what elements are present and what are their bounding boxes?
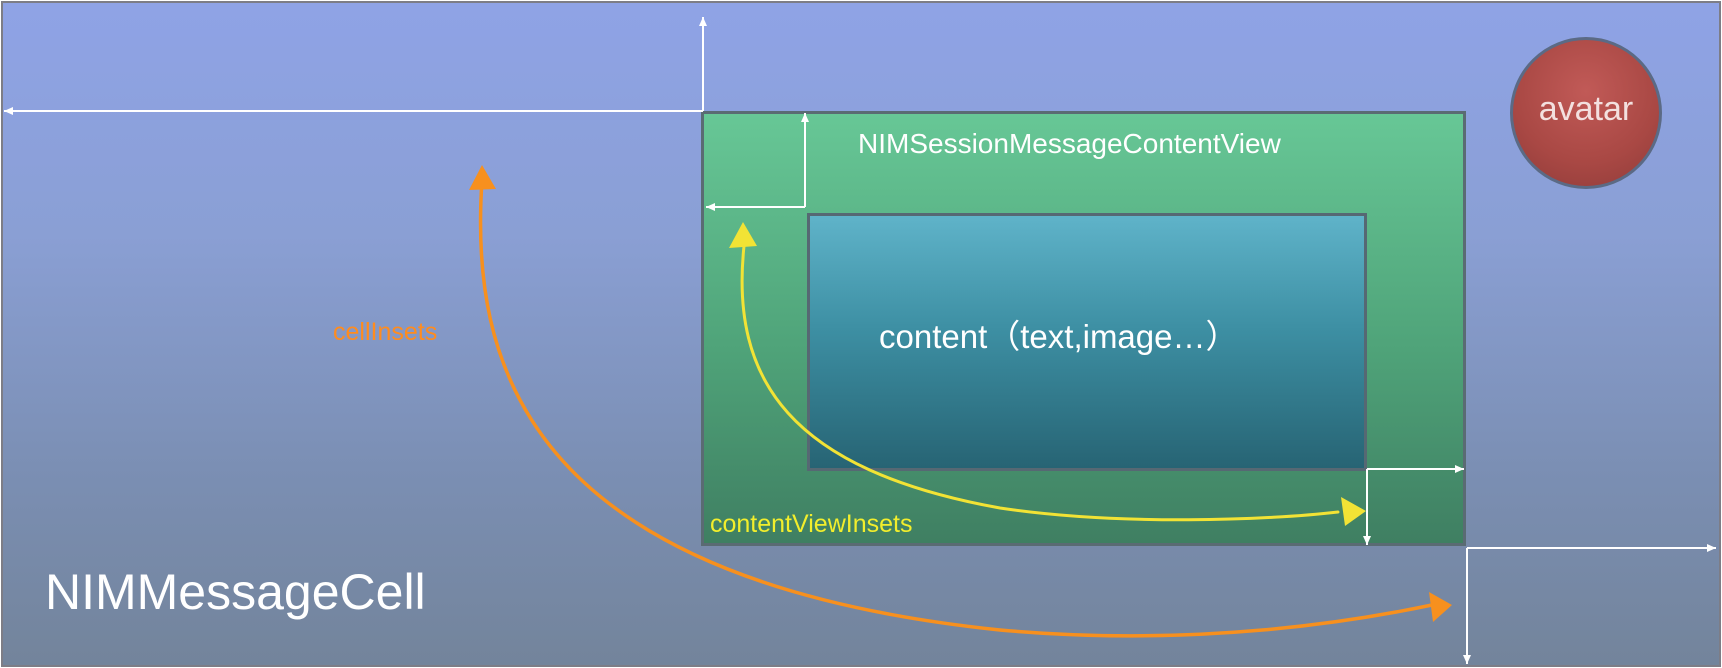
cell-insets-arrowhead-start	[469, 165, 496, 190]
cell-inset-guides	[4, 17, 1716, 664]
message-cell-label: NIMMessageCell	[45, 564, 426, 620]
content-label: content（text,image…）	[879, 318, 1239, 355]
cell-insets-arrow	[469, 165, 1452, 638]
avatar-circle	[1510, 37, 1662, 189]
cell-insets-label: cellInsets	[333, 318, 438, 346]
cv-insets-arrowhead-start	[729, 222, 757, 248]
content-view-insets-label: contentViewInsets	[710, 510, 913, 538]
cv-insets-arrowhead-end	[1341, 497, 1366, 526]
content-view-inset-guides	[706, 113, 1464, 545]
cell-insets-arrowhead-end	[1429, 592, 1452, 622]
content-view-title: NIMSessionMessageContentView	[858, 128, 1281, 159]
content-view-insets-arrow	[729, 222, 1366, 526]
content-box	[807, 213, 1367, 471]
avatar-label: avatar	[1538, 90, 1634, 128]
cell-insets-curve	[478, 178, 1434, 638]
cv-insets-curve	[740, 244, 1340, 522]
